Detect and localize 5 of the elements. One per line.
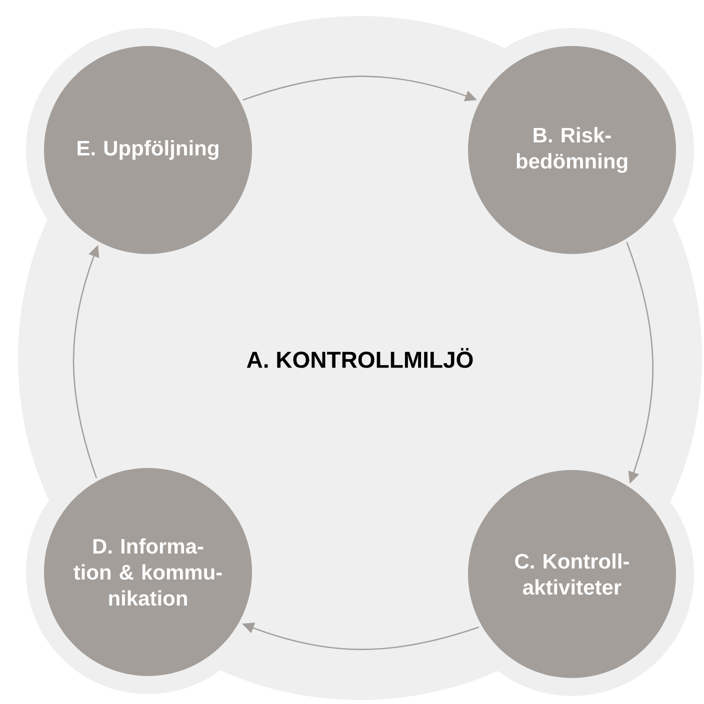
center-label: A. KONTROLLMILJÖ [246,348,473,368]
node-label: B. Risk- bedömning [516,127,628,173]
node-label: D. Informa- tion & kommu- nikation [74,538,222,606]
node-label: C. Kontroll- aktiviteter [515,553,629,595]
node-label: E. Uppföljning [78,140,218,160]
